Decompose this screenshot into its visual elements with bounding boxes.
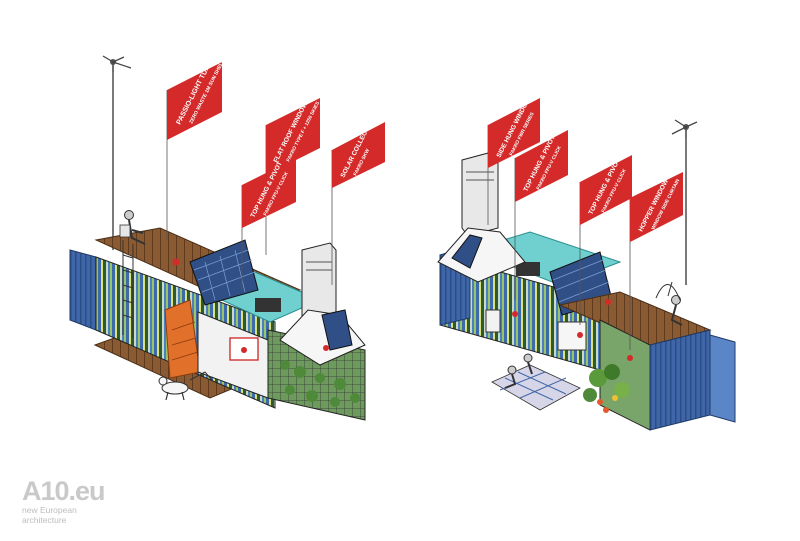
- label-flag: SOLAR COLLECTOR FAKRO SKW: [331, 118, 385, 285]
- left-ladder: [122, 240, 134, 338]
- watermark: A10.eu new European architecture: [22, 476, 106, 525]
- right-wind-turbine-icon: [671, 119, 698, 138]
- left-flat-roof-window: [255, 298, 281, 312]
- right-open-container-doors: [649, 329, 711, 431]
- left-solar-panel-array: [189, 239, 259, 306]
- right-picnic-blanket: [491, 364, 581, 411]
- left-unit: [69, 55, 366, 421]
- watermark-logo: A10.eu: [22, 476, 106, 506]
- left-dog-figure: [158, 371, 213, 401]
- right-unit: [437, 119, 736, 431]
- right-person-figure: [670, 295, 683, 326]
- left-wind-turbine-icon: [102, 55, 132, 72]
- left-container-end-wall: [69, 249, 97, 331]
- right-ventilation-tower: [437, 151, 526, 283]
- watermark-line-1: new European: [22, 505, 77, 515]
- left-ventilation-tower: [279, 242, 366, 366]
- label-flag: PASSIO-LIGHT TUNNEL ZERO WASTE 1M SUN SH…: [166, 51, 226, 240]
- watermark-line-2: architecture: [22, 514, 67, 525]
- right-bike-rack: [655, 281, 681, 301]
- left-person-figure: [119, 210, 146, 245]
- right-flat-roof-window: [516, 262, 540, 276]
- right-white-fitting: [485, 309, 501, 333]
- right-people-figures: [504, 353, 533, 389]
- right-garden-plants: [583, 364, 630, 413]
